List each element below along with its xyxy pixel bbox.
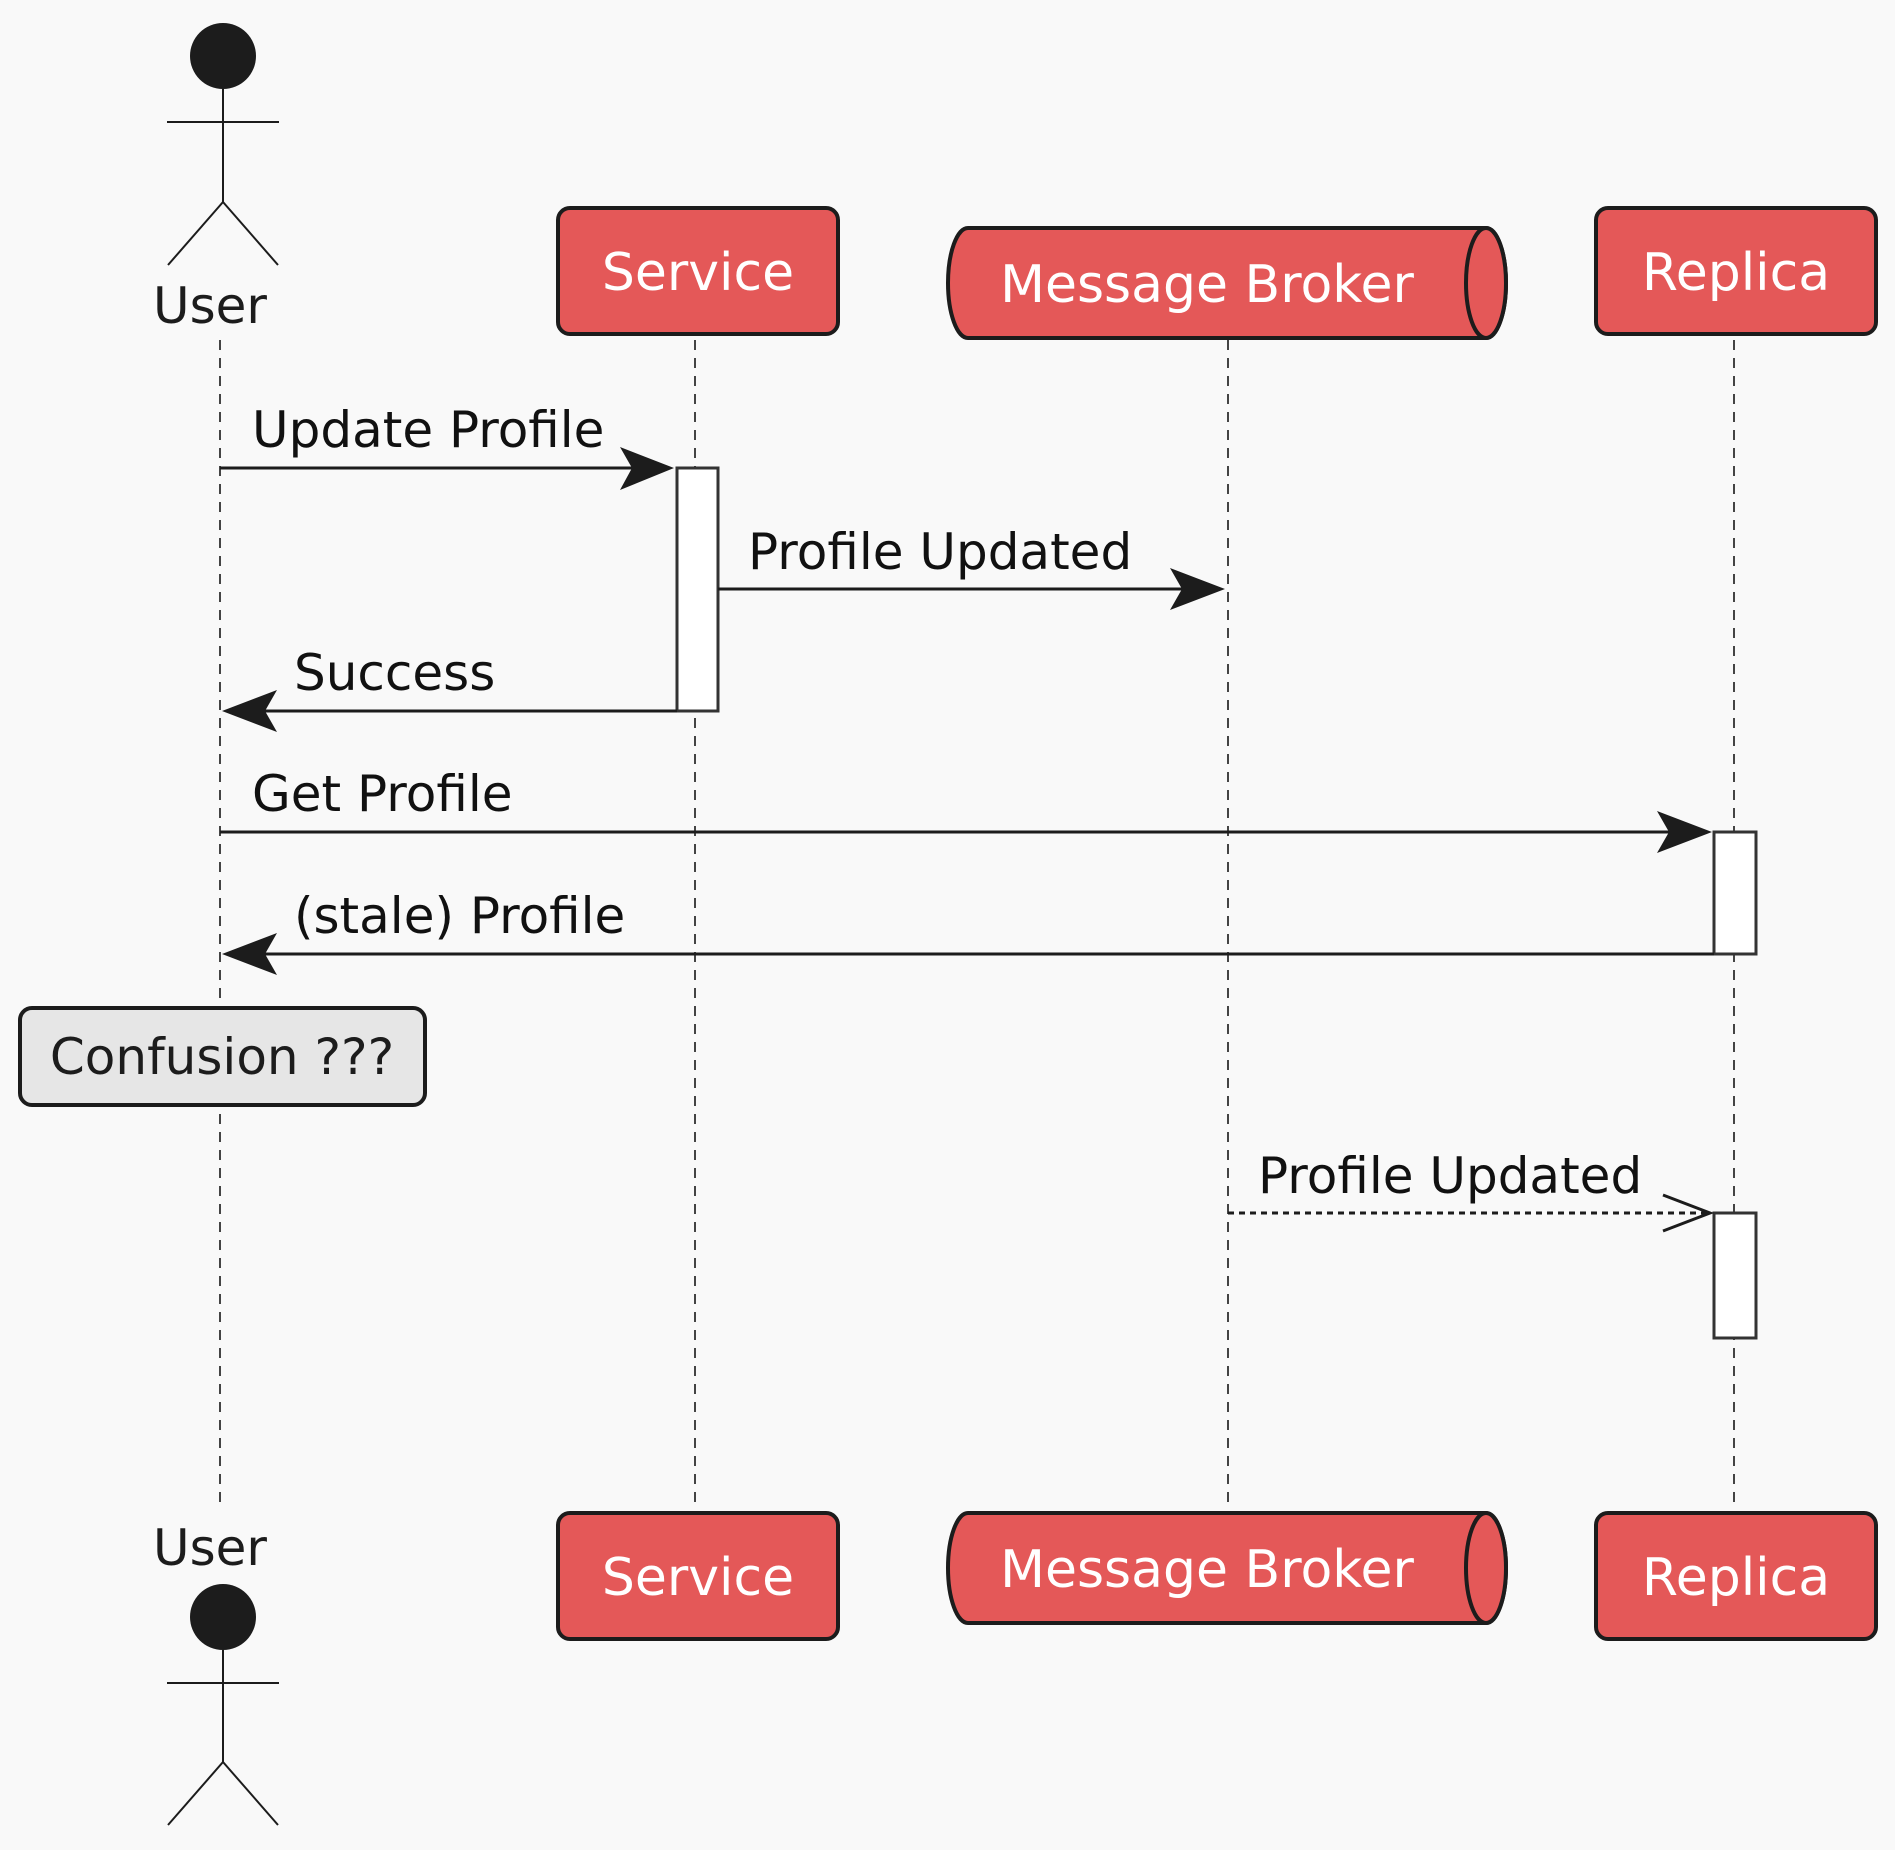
participant-label-service-top: Service (602, 243, 794, 303)
actor-label-user-top: User (153, 277, 267, 335)
arrowhead-icon (1170, 568, 1225, 610)
activation-replica-2 (1712, 1211, 1758, 1340)
activation-replica-1 (1712, 830, 1758, 956)
message-success: Success (222, 644, 677, 732)
queue-message-broker-top: Message Broker (946, 226, 1508, 340)
participant-replica-top: Replica (1594, 206, 1878, 336)
participant-label-message-broker-bottom: Message Broker (1000, 1540, 1414, 1600)
participant-label-replica-top: Replica (1642, 243, 1830, 303)
message-label: Update Profile (252, 401, 604, 459)
message-label: Success (294, 644, 495, 702)
queue-end-icon (1464, 1511, 1508, 1625)
queue-end-icon (1464, 226, 1508, 340)
participant-label-replica-bottom: Replica (1642, 1548, 1830, 1608)
message-stale-profile: (stale) Profile (222, 887, 1714, 975)
message-label: Get Profile (252, 765, 512, 823)
message-profile-updated-1: Profile Updated (718, 523, 1225, 610)
actor-label-user-bottom: User (153, 1519, 267, 1577)
participant-label-message-broker-top: Message Broker (1000, 255, 1414, 315)
arrowhead-icon (222, 690, 277, 732)
message-label: (stale) Profile (294, 887, 625, 945)
activation-service (675, 466, 720, 713)
participant-replica-bottom: Replica (1594, 1511, 1878, 1641)
actor-head-icon (190, 1584, 256, 1650)
arrowhead-open-icon (1662, 1193, 1715, 1233)
note-confusion: Confusion ??? (18, 1006, 427, 1107)
message-label: Profile Updated (748, 523, 1132, 581)
arrowhead-icon (222, 933, 277, 975)
message-profile-updated-2: Profile Updated (1228, 1147, 1715, 1233)
participant-label-service-bottom: Service (602, 1548, 794, 1608)
participant-service-bottom: Service (556, 1511, 840, 1641)
actor-user-top: User (153, 23, 279, 335)
arrowhead-icon (620, 447, 674, 490)
message-update-profile: Update Profile (220, 401, 674, 490)
queue-message-broker-bottom: Message Broker (946, 1511, 1508, 1625)
note-label: Confusion ??? (50, 1028, 394, 1086)
message-label: Profile Updated (1258, 1147, 1642, 1205)
message-get-profile: Get Profile (220, 765, 1712, 853)
actor-head-icon (190, 23, 256, 89)
arrowhead-icon (1657, 811, 1712, 853)
actor-user-bottom: User (153, 1519, 279, 1826)
participant-service-top: Service (556, 206, 840, 336)
